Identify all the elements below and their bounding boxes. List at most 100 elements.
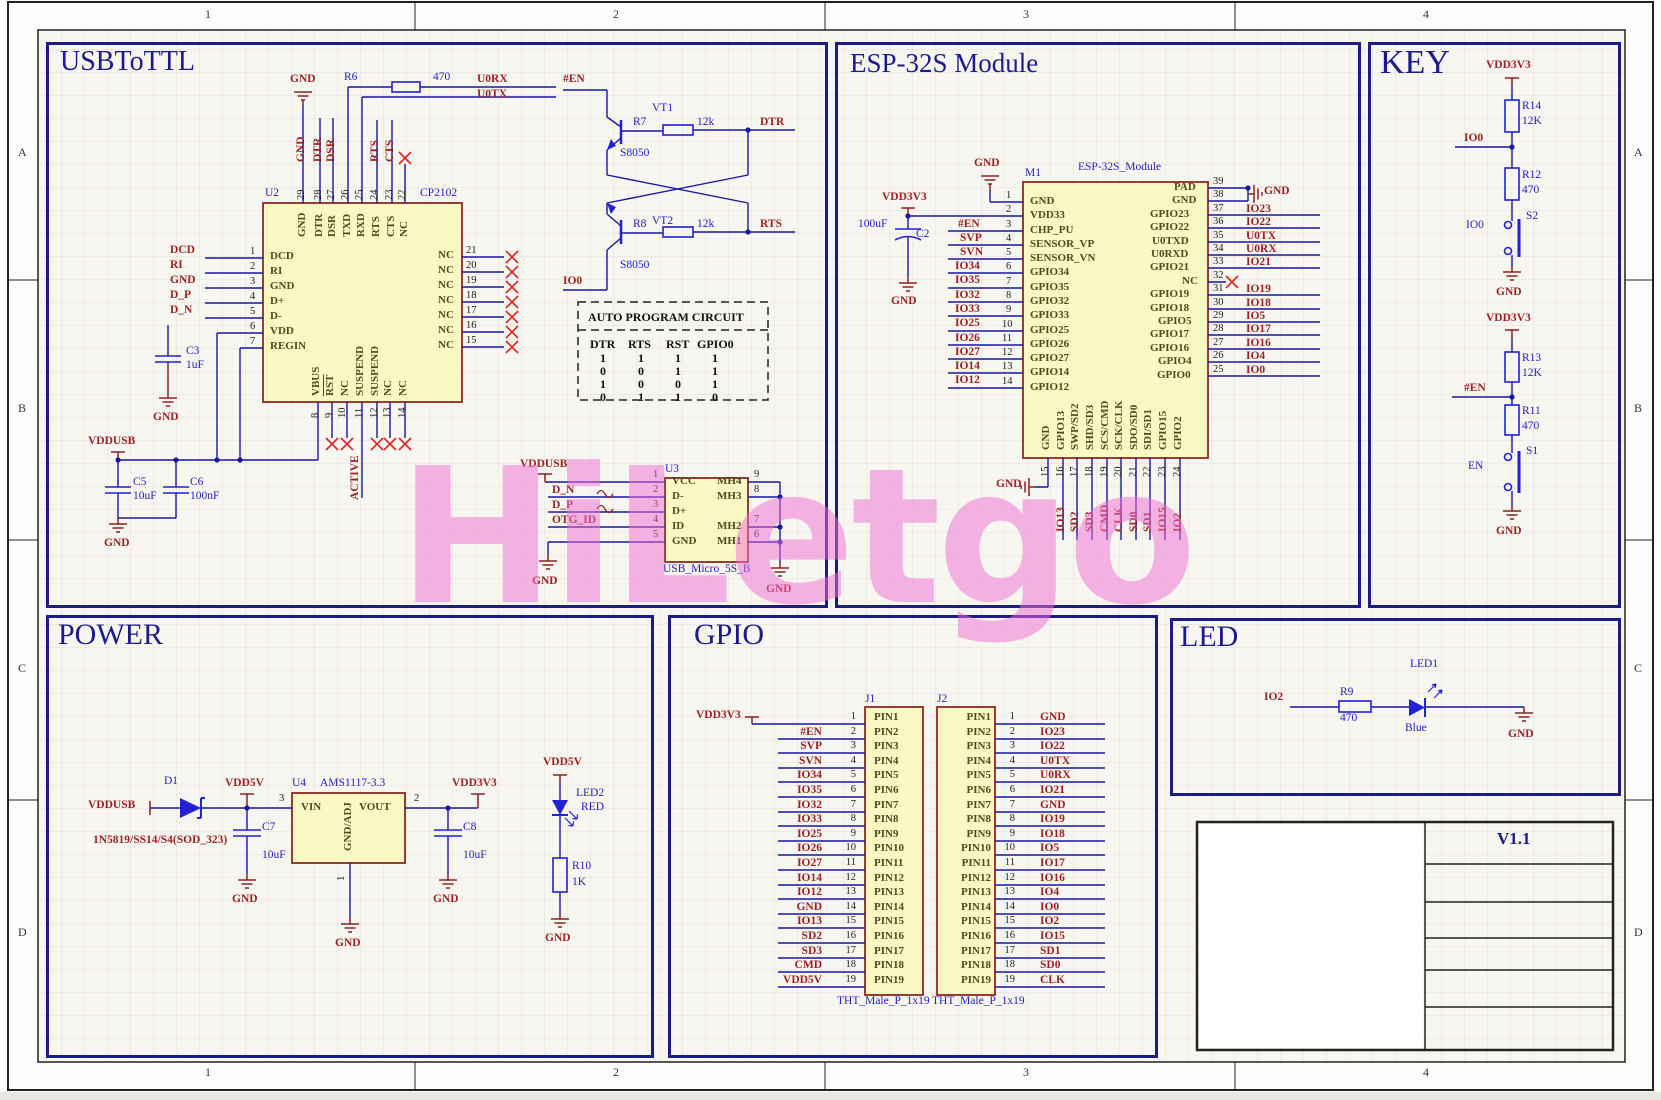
pin-name: MH1 bbox=[717, 535, 742, 547]
pin-number: 2 bbox=[850, 726, 856, 737]
pin-number: 16 bbox=[1055, 466, 1066, 478]
net-label: IO22 bbox=[1040, 740, 1065, 752]
pin-name: SENSOR_VP bbox=[1030, 238, 1095, 250]
pin-number: 11 bbox=[1004, 857, 1015, 868]
pin-number: 39 bbox=[1213, 176, 1224, 187]
pin-name: GPIO15 bbox=[1157, 410, 1169, 450]
pin-name: MH2 bbox=[717, 520, 742, 532]
grid-reference: 4 bbox=[1423, 7, 1429, 21]
pin-number: 4 bbox=[250, 291, 256, 302]
pin-name: GPIO19 bbox=[1150, 288, 1190, 300]
pin-number: 1 bbox=[1006, 190, 1012, 201]
pin-number: 19 bbox=[1099, 466, 1110, 478]
j1-header bbox=[864, 706, 924, 996]
net-label: SD0 bbox=[1128, 511, 1140, 532]
grid-reference: C bbox=[18, 661, 27, 675]
pin-name: NC bbox=[438, 264, 454, 276]
led-title: LED bbox=[1180, 620, 1239, 653]
net-label: SD1 bbox=[1142, 511, 1154, 532]
pin-number: 21 bbox=[466, 245, 477, 256]
component-label: U2 bbox=[265, 187, 280, 199]
pin-number: 7 bbox=[850, 799, 856, 810]
net-label: IO21 bbox=[1246, 256, 1271, 268]
net-label: GND bbox=[796, 901, 822, 913]
component-label: C6 bbox=[190, 476, 204, 488]
pin-name: PIN8 bbox=[966, 813, 991, 825]
pin-name: GPIO23 bbox=[1150, 208, 1190, 220]
gpio-title: GPIO bbox=[694, 618, 765, 651]
pin-number: 8 bbox=[1006, 290, 1012, 301]
net-label: IO2 bbox=[1264, 691, 1284, 703]
component-label: D1 bbox=[164, 775, 179, 787]
component-label: J1 bbox=[865, 693, 876, 705]
net-label: CMD bbox=[1099, 504, 1111, 532]
net-label: IO19 bbox=[1246, 283, 1271, 295]
component-label: C5 bbox=[133, 476, 147, 488]
pin-number: 6 bbox=[250, 321, 256, 332]
pin-number: 13 bbox=[1004, 886, 1016, 897]
pin-number: 17 bbox=[845, 945, 857, 956]
pin-number: 27 bbox=[1213, 337, 1224, 348]
pin-name: GPIO26 bbox=[1030, 338, 1070, 350]
net-label: CTS bbox=[384, 139, 396, 162]
pin-name: RXD bbox=[355, 213, 367, 237]
component-label: AMS1117-3.3 bbox=[320, 777, 386, 789]
component-label: S1 bbox=[1526, 445, 1539, 457]
component-label: CP2102 bbox=[420, 187, 458, 199]
net-label: IO17 bbox=[1246, 323, 1271, 335]
pin-number: 3 bbox=[1006, 219, 1012, 230]
net-label: VDDUSB bbox=[520, 458, 568, 470]
pin-number: 10 bbox=[1002, 319, 1013, 330]
pin-number: 24 bbox=[1172, 466, 1183, 478]
grid-reference: 4 bbox=[1423, 1065, 1429, 1079]
pin-name: U0RXD bbox=[1151, 248, 1189, 260]
pin-number: 26 bbox=[340, 189, 351, 201]
pin-name: SCK/CLK bbox=[1113, 400, 1125, 450]
table-text: 1 bbox=[712, 351, 718, 365]
pin-name: PIN2 bbox=[874, 726, 899, 738]
pin-name: PIN4 bbox=[874, 755, 899, 767]
pin-number: 5 bbox=[653, 529, 659, 540]
pin-number: 1 bbox=[250, 246, 256, 257]
section-key bbox=[1368, 42, 1621, 608]
pin-name: PIN4 bbox=[966, 755, 991, 767]
pin-number: 21 bbox=[1128, 466, 1139, 478]
grid-reference: D bbox=[1634, 925, 1643, 939]
component-label: U4 bbox=[292, 777, 307, 789]
pin-number: 2 bbox=[653, 484, 659, 495]
pin-number: 9 bbox=[754, 469, 760, 480]
pin-name: PIN14 bbox=[961, 901, 991, 913]
table-text: GPIO0 bbox=[697, 337, 734, 351]
pin-number: 4 bbox=[1009, 755, 1015, 766]
pin-number: 23 bbox=[384, 189, 395, 201]
grid-reference: B bbox=[1634, 401, 1643, 415]
net-label: GND bbox=[532, 575, 558, 587]
net-label: SD1 bbox=[1040, 945, 1061, 957]
pin-number: 1 bbox=[850, 711, 856, 722]
net-label: U0RX bbox=[1246, 243, 1277, 255]
pin-number: 16 bbox=[466, 320, 477, 331]
net-label: VDD3V3 bbox=[452, 777, 497, 789]
net-label: VDD3V3 bbox=[696, 709, 741, 721]
net-label: D_N bbox=[170, 304, 193, 316]
title-block bbox=[1195, 820, 1615, 1052]
table-text: 0 bbox=[638, 377, 644, 391]
grid-reference: C bbox=[1634, 661, 1643, 675]
pin-name: GPIO16 bbox=[1150, 342, 1190, 354]
pin-number: 25 bbox=[1213, 364, 1224, 375]
table-text: 0 bbox=[712, 390, 718, 404]
net-label: CLK bbox=[1040, 974, 1065, 986]
net-label: GND bbox=[766, 583, 792, 595]
pin-name: GPIO22 bbox=[1150, 221, 1190, 233]
pin-number: 6 bbox=[850, 784, 856, 795]
net-label: IO25 bbox=[797, 828, 822, 840]
component-label: U3 bbox=[665, 463, 680, 475]
pin-name: RI bbox=[270, 265, 283, 277]
pin-name: PIN6 bbox=[874, 784, 899, 796]
net-label: SVP bbox=[800, 740, 822, 752]
pin-name: D+ bbox=[270, 295, 285, 307]
pin-number: 11 bbox=[845, 857, 856, 868]
pin-number: 14 bbox=[1002, 376, 1013, 387]
component-label: C8 bbox=[463, 821, 477, 833]
